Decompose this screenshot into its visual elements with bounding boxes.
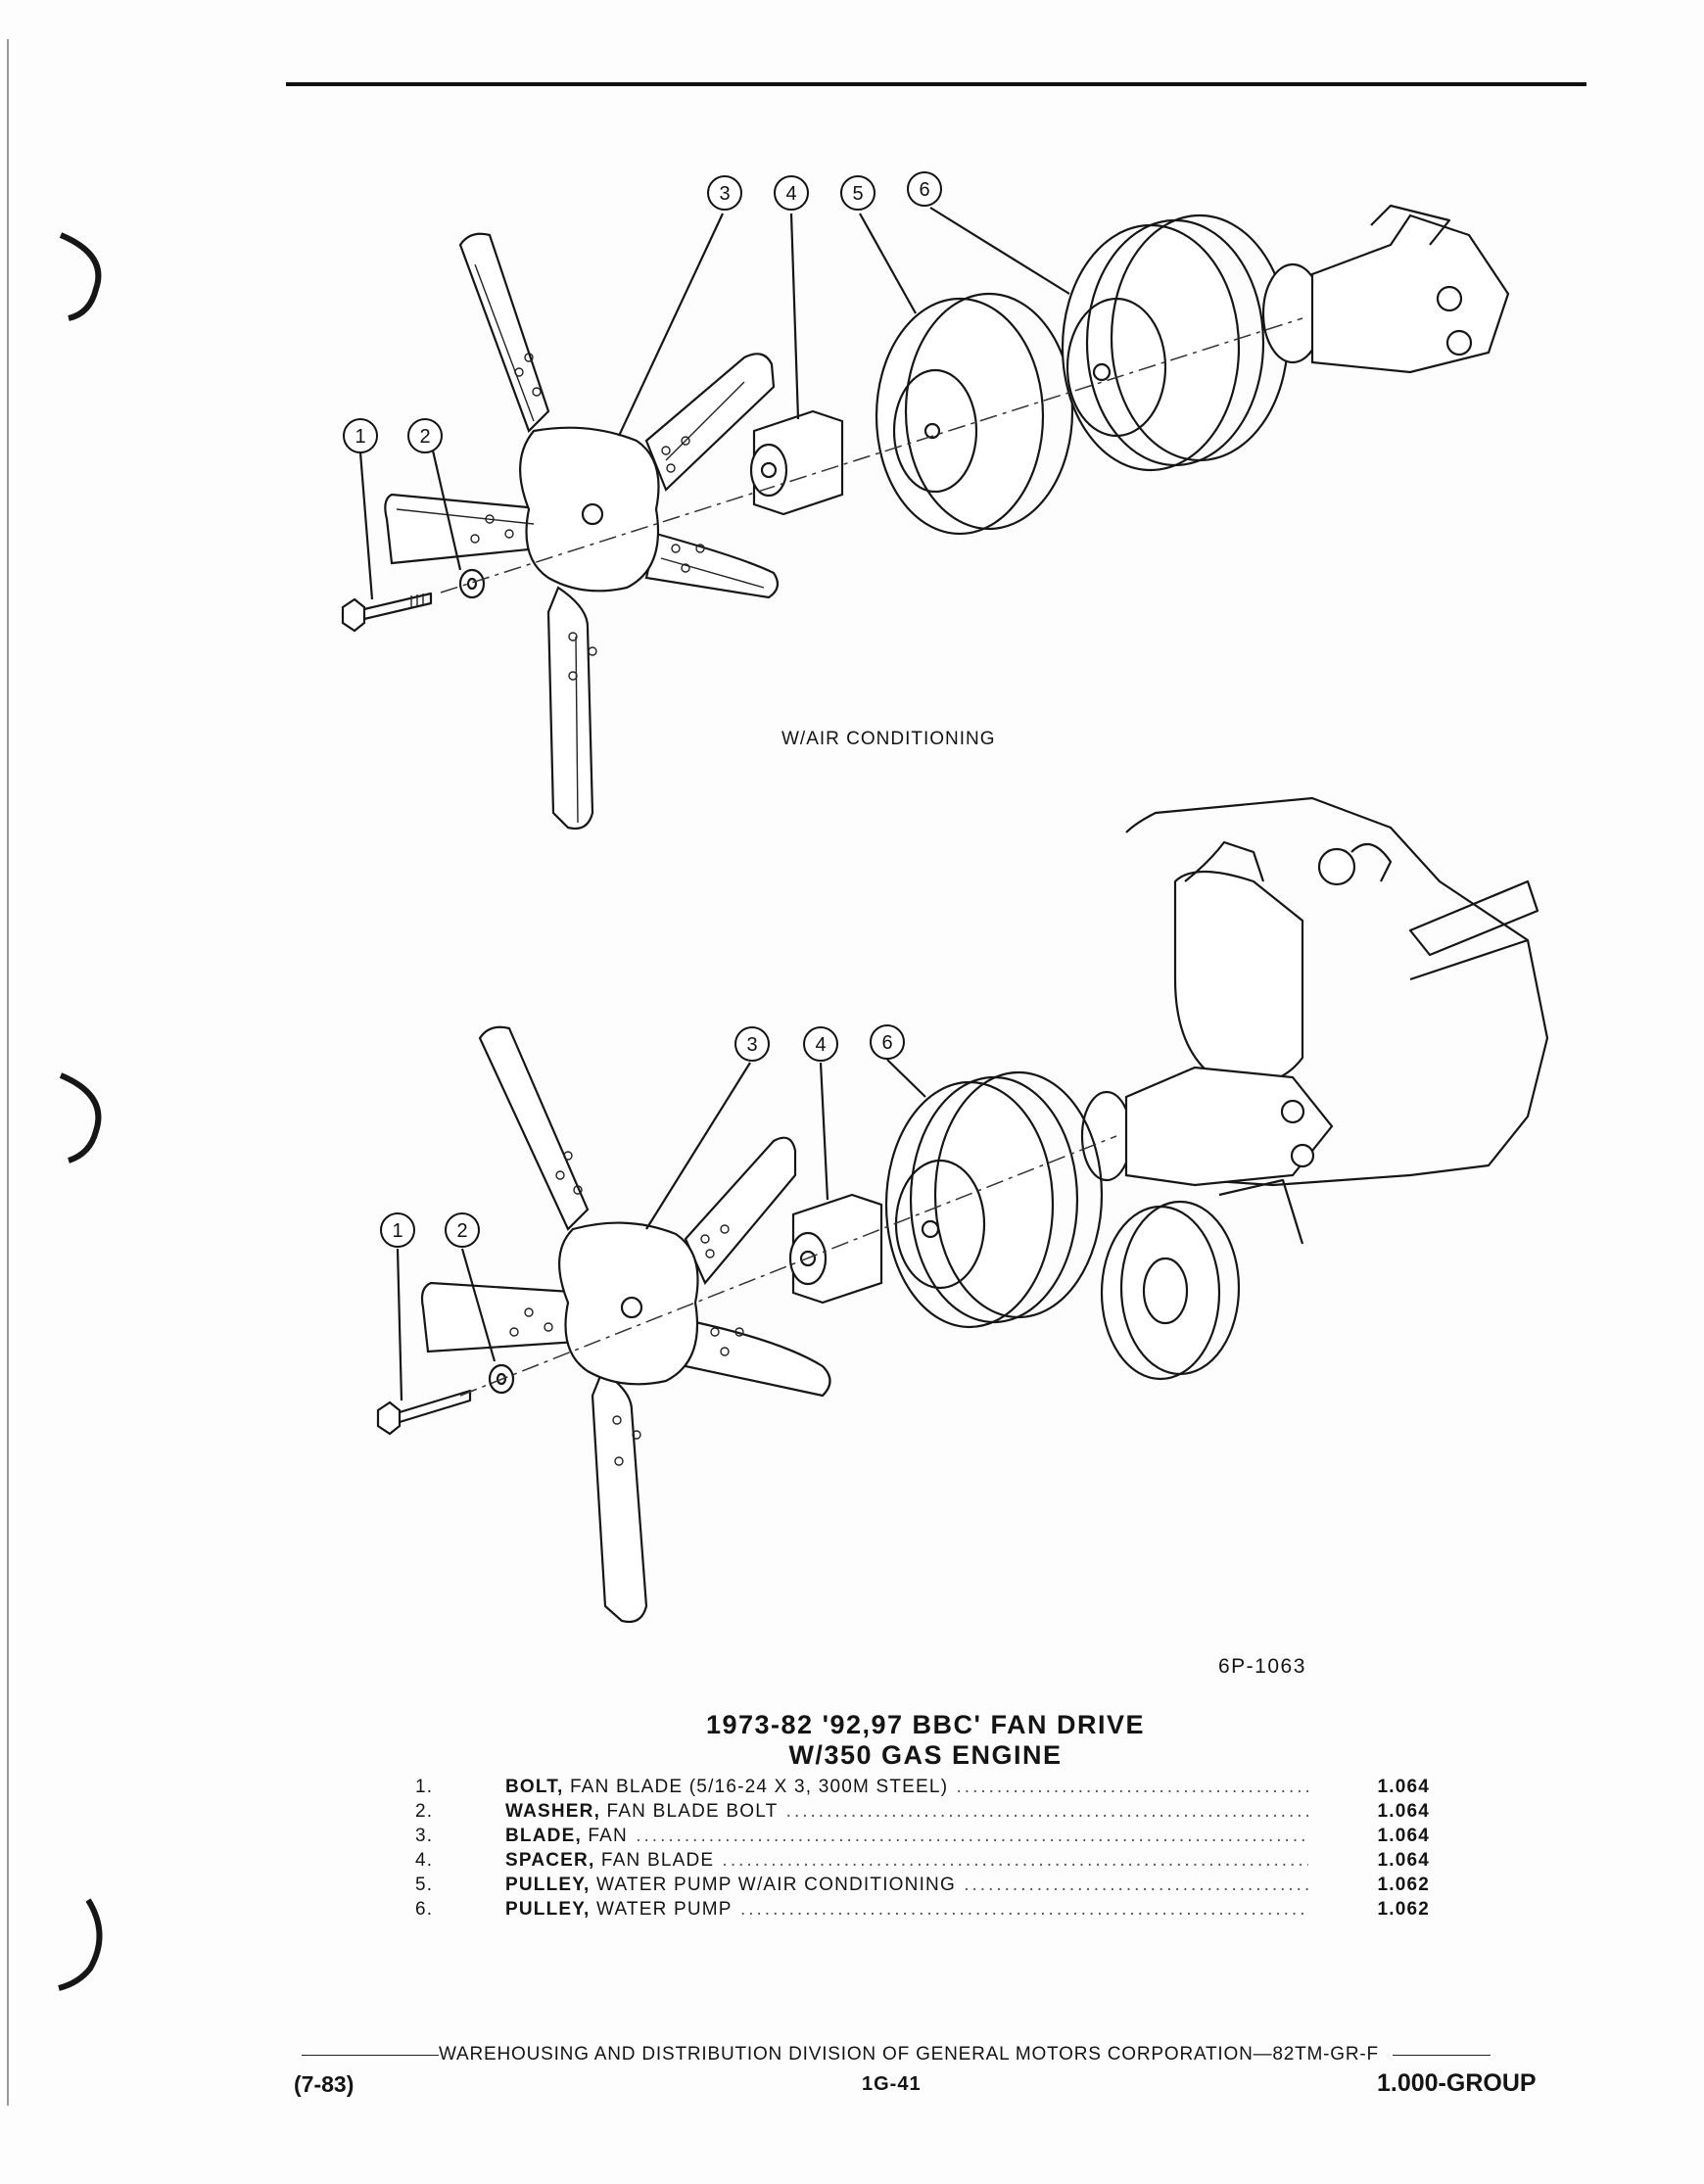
part-page-ref: 1.064 bbox=[1377, 1801, 1430, 1822]
upper-callout-6: 6 bbox=[907, 171, 942, 207]
part-detail: FAN BLADE BOLT bbox=[600, 1801, 779, 1822]
lower-callout-6: 6 bbox=[870, 1024, 905, 1060]
part-detail: FAN bbox=[581, 1826, 628, 1846]
upper-pulley-5 bbox=[875, 292, 1074, 536]
lower-bolt bbox=[376, 1389, 472, 1436]
part-name: SPACER, bbox=[505, 1850, 595, 1871]
part-name: PULLEY, bbox=[505, 1875, 591, 1895]
upper-callout-1: 1 bbox=[343, 418, 378, 453]
leader-dots: ........................................… bbox=[636, 1826, 1308, 1846]
parts-list-row: 3. BLADE, FAN ...........................… bbox=[415, 1824, 1430, 1848]
binder-hole-marks bbox=[7, 39, 103, 2106]
part-description: SPACER, FAN BLADE ......................… bbox=[505, 1848, 1308, 1873]
header-rule bbox=[286, 82, 1586, 86]
part-description: BOLT, FAN BLADE (5/16-24 X 3, 300M STEEL… bbox=[505, 1775, 1308, 1799]
upper-water-pump bbox=[1261, 204, 1510, 374]
footer-page-number: 1G-41 bbox=[862, 2073, 922, 2095]
part-number: 2. bbox=[415, 1801, 434, 1822]
parts-list-row: 1. BOLT, FAN BLADE (5/16-24 X 3, 300M STE… bbox=[415, 1775, 1430, 1799]
upper-callout-5: 5 bbox=[840, 175, 876, 211]
part-number: 5. bbox=[415, 1875, 434, 1895]
part-name: PULLEY, bbox=[505, 1899, 591, 1920]
upper-washer bbox=[458, 568, 486, 599]
upper-callout-3: 3 bbox=[707, 175, 742, 211]
engine-block bbox=[1125, 796, 1549, 1187]
svg-text:2: 2 bbox=[456, 1220, 467, 1242]
leader-dots: ........................................… bbox=[739, 1899, 1308, 1920]
parts-list-row: 4. SPACER, FAN BLADE ....................… bbox=[415, 1848, 1430, 1873]
part-number: 3. bbox=[415, 1826, 434, 1846]
upper-bolt bbox=[341, 592, 433, 633]
upper-callout-4: 4 bbox=[774, 175, 809, 211]
svg-text:1: 1 bbox=[392, 1220, 402, 1242]
lower-crank-pulley bbox=[1100, 1178, 1304, 1381]
svg-text:5: 5 bbox=[852, 183, 863, 205]
footer-dash-right bbox=[1392, 2054, 1491, 2056]
svg-text:4: 4 bbox=[815, 1034, 826, 1056]
upper-assembly: 1 2 3 4 5 6 bbox=[341, 171, 1510, 831]
part-page-ref: 1.062 bbox=[1377, 1875, 1430, 1895]
part-description: BLADE, FAN .............................… bbox=[505, 1824, 1308, 1848]
svg-text:2: 2 bbox=[419, 426, 430, 448]
part-description: PULLEY, WATER PUMP .....................… bbox=[505, 1897, 1308, 1922]
part-page-ref: 1.064 bbox=[1377, 1777, 1430, 1797]
lower-fan-blade bbox=[420, 1025, 831, 1624]
svg-text:6: 6 bbox=[919, 179, 929, 201]
leader-dots: ........................................… bbox=[785, 1801, 1308, 1822]
lower-pulley-6 bbox=[884, 1070, 1104, 1329]
part-number: 1. bbox=[415, 1777, 434, 1797]
parts-list-row: 2. WASHER, FAN BLADE BOLT ...............… bbox=[415, 1799, 1430, 1824]
part-description: PULLEY, WATER PUMP W/AIR CONDITIONING ..… bbox=[505, 1873, 1308, 1897]
leader-dots: ........................................… bbox=[956, 1777, 1309, 1797]
part-description: WASHER, FAN BLADE BOLT .................… bbox=[505, 1799, 1308, 1824]
part-name: BOLT, bbox=[505, 1777, 564, 1797]
part-page-ref: 1.064 bbox=[1377, 1826, 1430, 1846]
page-title-line-2: W/350 GAS ENGINE bbox=[788, 1740, 1063, 1770]
leader-dots: ........................................… bbox=[964, 1875, 1308, 1895]
part-name: BLADE, bbox=[505, 1826, 582, 1846]
footer-group: 1.000-GROUP bbox=[1377, 2069, 1537, 2097]
svg-text:3: 3 bbox=[746, 1034, 757, 1056]
figure-reference-code: 6P-1063 bbox=[1218, 1655, 1306, 1678]
footer-publisher-line: WAREHOUSING AND DISTRIBUTION DIVISION OF… bbox=[302, 2044, 1557, 2065]
svg-text:1: 1 bbox=[355, 426, 365, 448]
part-number: 4. bbox=[415, 1850, 434, 1871]
svg-text:3: 3 bbox=[719, 183, 730, 205]
part-detail: WATER PUMP bbox=[590, 1899, 733, 1920]
part-detail: WATER PUMP W/AIR CONDITIONING bbox=[590, 1875, 956, 1895]
lower-callout-2: 2 bbox=[445, 1212, 480, 1248]
upper-pulley-6 bbox=[1061, 214, 1290, 472]
parts-list: 1. BOLT, FAN BLADE (5/16-24 X 3, 300M STE… bbox=[415, 1775, 1430, 1922]
part-number: 6. bbox=[415, 1899, 434, 1920]
part-name: WASHER, bbox=[505, 1801, 601, 1822]
lower-callout-3: 3 bbox=[734, 1026, 770, 1062]
parts-list-row: 5. PULLEY, WATER PUMP W/AIR CONDITIONING … bbox=[415, 1873, 1430, 1897]
page-title-line-1: 1973-82 '92,97 BBC' FAN DRIVE bbox=[705, 1710, 1145, 1739]
upper-callout-2: 2 bbox=[407, 418, 443, 453]
lower-assembly: 1 2 3 4 6 bbox=[376, 796, 1549, 1624]
svg-text:6: 6 bbox=[881, 1032, 892, 1054]
part-detail: FAN BLADE (5/16-24 X 3, 300M STEEL) bbox=[563, 1777, 949, 1797]
footer-dash-left bbox=[302, 2054, 439, 2056]
footer-date: (7-83) bbox=[294, 2071, 355, 2097]
lower-water-pump bbox=[1080, 1066, 1334, 1187]
parts-list-row: 6. PULLEY, WATER PUMP ...................… bbox=[415, 1897, 1430, 1922]
footer-publisher-text: WAREHOUSING AND DISTRIBUTION DIVISION OF… bbox=[439, 2044, 1379, 2065]
upper-fan-blade bbox=[384, 232, 780, 831]
upper-spacer bbox=[749, 409, 844, 516]
part-page-ref: 1.064 bbox=[1377, 1850, 1430, 1871]
lower-spacer bbox=[788, 1193, 883, 1305]
part-detail: FAN BLADE bbox=[594, 1850, 715, 1871]
svg-text:4: 4 bbox=[785, 183, 796, 205]
lower-callout-4: 4 bbox=[803, 1026, 838, 1062]
lower-callout-1: 1 bbox=[380, 1212, 415, 1248]
upper-figure-label: W/AIR CONDITIONING bbox=[781, 729, 996, 749]
part-page-ref: 1.062 bbox=[1377, 1899, 1430, 1920]
leader-dots: ........................................… bbox=[722, 1850, 1308, 1871]
